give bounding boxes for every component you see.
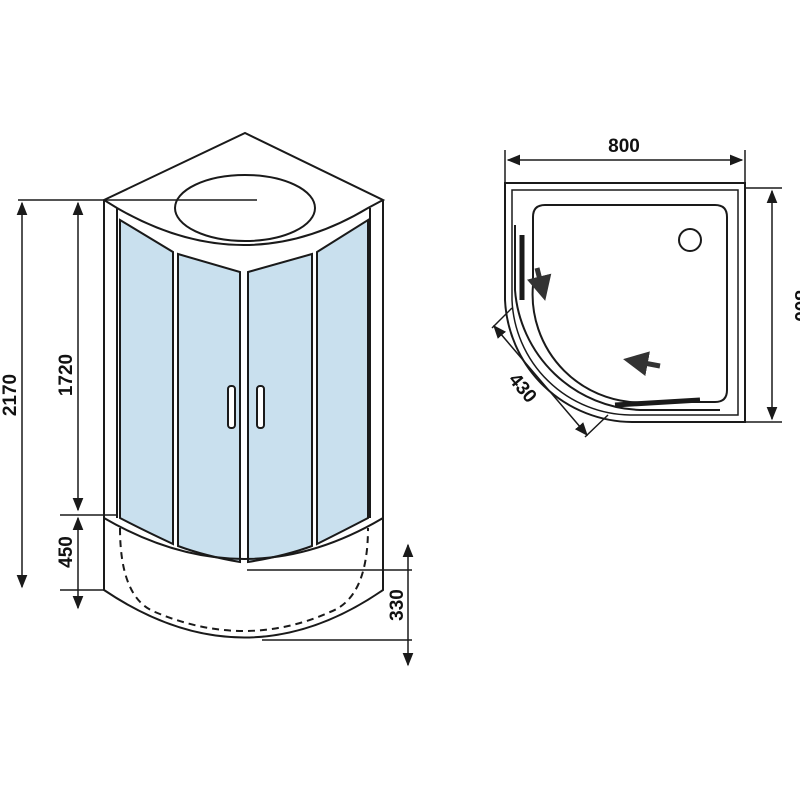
cabin-height-label: 1720 <box>56 354 77 396</box>
left-door-handle <box>227 385 236 429</box>
plan-view: 800 800 430 <box>491 136 800 438</box>
door-width-ext-top <box>491 307 513 329</box>
plan-width-label: 800 <box>608 136 640 157</box>
total-height-label: 2170 <box>0 374 21 416</box>
door-slide-arrow-left <box>623 351 661 376</box>
plan-tray-frame <box>511 189 739 416</box>
rain-shower-head <box>174 174 316 242</box>
cabin-roof <box>101 131 386 246</box>
drain-hole <box>678 228 702 252</box>
glass-panel-left-fixed <box>119 218 174 546</box>
front-elevation-view: 2170 1720 450 330 <box>0 131 414 667</box>
glass-panel-right-fixed <box>316 218 369 546</box>
tray-depth-label: 330 <box>387 589 408 621</box>
plan-door-rail <box>514 225 720 411</box>
plan-door-right <box>614 397 701 408</box>
plan-tray-outer <box>504 182 746 423</box>
tray-hidden-outline <box>119 527 369 632</box>
shower-tray <box>103 516 384 639</box>
glass-panel-right-door <box>247 252 313 564</box>
door-width-ext-bottom <box>584 414 609 438</box>
right-door-handle <box>256 385 265 429</box>
plan-depth-label: 800 <box>790 290 800 322</box>
door-slide-arrow-down <box>527 267 552 301</box>
door-width-dimension-line <box>493 324 588 437</box>
plan-tray-basin <box>531 204 728 404</box>
tray-height-label: 450 <box>56 536 77 568</box>
